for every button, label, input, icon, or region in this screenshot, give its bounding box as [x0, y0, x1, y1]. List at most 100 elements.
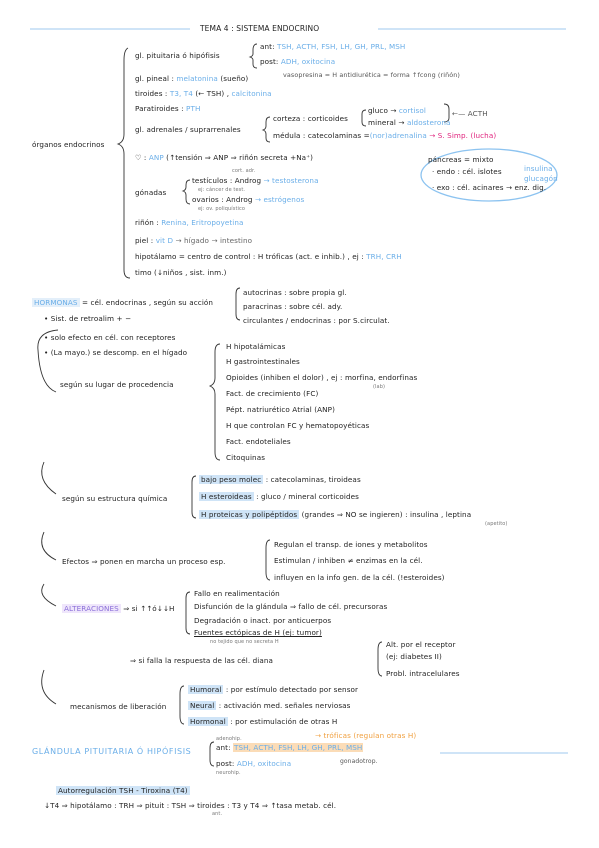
title-bar: TEMA 4 : SISTEMA ENDOCRINO [0, 22, 599, 36]
organos-bracket [116, 47, 131, 279]
post-row: post: ADH, oxitocina [260, 57, 336, 66]
procedencia-item-7: Citoquinas [226, 453, 266, 462]
hormonas-label: HORMONAS [32, 298, 80, 307]
alteraciones-row: ALTERACIONES ⇒ si ↑↑ó↓↓H [62, 604, 175, 613]
procedencia-item-1: H gastrointestinales [226, 357, 300, 366]
lab-note: (lab) [373, 384, 386, 390]
title-line-right [378, 28, 566, 30]
glandula-title: GLÁNDULA PITUITARIA Ó HIPÓFISIS [32, 747, 192, 756]
tiroides-row: tiroides : T3, T4 (← TSH) , calcitonina [135, 89, 272, 98]
circulantes-row: circulantes / endocrinas : por S.circula… [243, 316, 390, 325]
gluco-row: gluco → cortisol [368, 106, 426, 115]
ant-short-note: ant. [212, 811, 223, 817]
quimica-label: según su estructura química [62, 494, 168, 503]
glandula-line [440, 752, 568, 754]
ej-cancer-note: ej: cáncer de test. [198, 187, 246, 193]
hormonas-row: HORMONAS = cél. endocrinas , según su ac… [32, 298, 214, 307]
efectos-brace [265, 539, 271, 581]
hormonal-row: Hormonal : por estimulación de otras H [188, 717, 338, 726]
esteroideas-row: H esteroideas : gluco / mineral corticoi… [199, 492, 359, 501]
mayoria-row: • (La mayo.) se descomp. en el hígado [44, 348, 188, 357]
page-title: TEMA 4 : SISTEMA ENDOCRINO [200, 24, 320, 33]
intracelulares: Probl. intracelulares [386, 669, 460, 678]
efectos-item-2: influyen en la info gen. de la cél. (!es… [274, 573, 445, 582]
title-line-left [30, 28, 190, 30]
procedencia-brace [208, 343, 221, 461]
neurohip-note: neurohip. [216, 770, 241, 776]
hipotalamo-row: hipotálamo = centro de control : H trófi… [135, 252, 402, 261]
pituitaria-label: gl. pituitaria ó hipófisis [135, 51, 220, 60]
retroalim-row: • Sist. de retroalim + − [44, 314, 132, 323]
organos-label: órganos endocrinos [32, 140, 105, 149]
adrenales-label: gl. adrenales / suprarrenales [135, 125, 241, 134]
procedencia-item-3: Fact. de crecimiento (FC) [226, 389, 319, 398]
autocrinas-row: autocrinas : sobre propia gl. [243, 288, 347, 297]
pancreas-label: páncreas = mixto [428, 155, 494, 164]
alteraciones-brace [185, 591, 191, 635]
corteza-label: corteza : corticoides [273, 114, 349, 123]
rinon-row: riñón : Renina, Eritropoyetina [135, 218, 244, 227]
solo-row: • solo efecto en cél. con receptores [44, 333, 176, 342]
corazon-row: ♡ : ANP (↑tensión ⇒ ANP ⇒ riñón secreta … [135, 153, 313, 162]
diabetes-note: (ej: diabetes II) [386, 652, 442, 661]
glandula-ant-row: ant: TSH, ACTH, FSH, LH, GH, PRL, MSH [216, 743, 364, 752]
adenohip-note: adenohip. [216, 736, 242, 742]
liberacion-brace [179, 685, 185, 725]
autoreg-title: Autorregulación TSH - Tiroxina (T4) [56, 786, 190, 795]
timo-row: timo (↓niños , sist. inm.) [135, 268, 227, 277]
autoreg-formula: ↓T4 ⇒ hipotálamo : TRH ⇒ pituit : TSH ⇒ … [44, 801, 337, 810]
procedencia-item-5: H que controlan FC y hematopoyéticas [226, 421, 370, 430]
acth-brace [443, 103, 450, 123]
liberacion-label: mecanismos de liberación [70, 702, 167, 711]
humoral-row: Humoral : por estímulo detectado por sen… [188, 685, 359, 694]
glandula-brace [209, 741, 215, 767]
efectos-item-0: Regulan el transp. de iones y metabolito… [274, 540, 428, 549]
alteraciones-arrow-line [41, 583, 57, 607]
procedencia-item-6: Fact. endoteliales [226, 437, 291, 446]
gonadotrop-note: gonadotrop. [340, 758, 378, 765]
alteraciones-item-3: Fuentes ectópicas de H (ej: tumor) [194, 628, 322, 637]
corticoides-brace [361, 109, 367, 127]
efectos-label: Efectos ⇒ ponen en marcha un proceso esp… [62, 557, 226, 566]
medula-row: médula : catecolaminas =(nor)adrenalina … [273, 131, 497, 140]
pancreas-cloud [420, 148, 558, 202]
glandula-post-row: post: ADH, oxitocina [216, 759, 292, 768]
quimica-brace [191, 475, 197, 519]
paracrinas-row: paracrinas : sobre cél. ady. [243, 302, 343, 311]
procedencia-item-2: Opioides (inhiben el dolor) , ej : morfi… [226, 373, 418, 382]
diana-row: ⇒ si falla la respuesta de las cél. dian… [130, 656, 274, 665]
alteraciones-item-1: Disfunción de la glándula ⇒ fallo de cél… [194, 602, 388, 611]
alteraciones-item-2: Degradación o inact. por anticuerpos [194, 616, 332, 625]
ej-ov-note: ej: ov. poliquístico [198, 206, 246, 212]
pancreas-exo: · exo : cél. acinares → enz. dig. [432, 183, 547, 192]
insulina-label: insulina [524, 164, 553, 173]
vasopresina-note: vasopresina = H antidiurética = forma ↑f… [283, 71, 461, 79]
alteraciones-item-0: Fallo en realimentación [194, 589, 280, 598]
pituitaria-brace [248, 43, 258, 69]
testiculos-row: testículos : Androg → testosterona [192, 176, 319, 185]
glucagon-label: glucagón [524, 174, 558, 183]
adrenales-brace [261, 116, 271, 143]
ant-row: ant: TSH, ACTH, FSH, LH, GH, PRL, MSH [260, 42, 406, 51]
efectos-item-1: Estimulan / inhiben ≠ enzimas en la cél. [274, 556, 423, 565]
retroalim-line [37, 329, 59, 393]
bajo-peso-row: bajo peso molec : catecolaminas, tiroide… [199, 475, 361, 484]
paratiroides-row: Paratiroides : PTH [135, 104, 201, 113]
procedencia-item-0: H hipotalámicas [226, 342, 286, 351]
procedencia-item-4: Pépt. natriurético Atrial (ANP) [226, 405, 335, 414]
ovarios-row: ovarios : Androg → estrógenos [192, 195, 305, 204]
pancreas-endo: · endo : cél. islotes [432, 167, 502, 176]
diana-brace [377, 641, 383, 677]
ectopica-note: no tejido que no secreta H [210, 639, 279, 645]
hormonas-brace [235, 287, 241, 321]
neural-row: Neural : activación med. señales nervios… [188, 701, 351, 710]
troficas-note: → tróficas (regulan otras H) [315, 731, 417, 740]
piel-row: piel : vit D → hígado → intestino [135, 236, 253, 245]
acth-note: ←— ACTH [452, 109, 488, 118]
pineal-row: gl. pineal : melatonina (sueño) [135, 74, 249, 83]
cort-adr-note: cort. adr. [232, 168, 256, 174]
mineral-row: mineral → aldosterona [368, 118, 451, 127]
procedencia-label: según su lugar de procedencia [60, 380, 174, 389]
efectos-arrow-line [41, 531, 57, 561]
